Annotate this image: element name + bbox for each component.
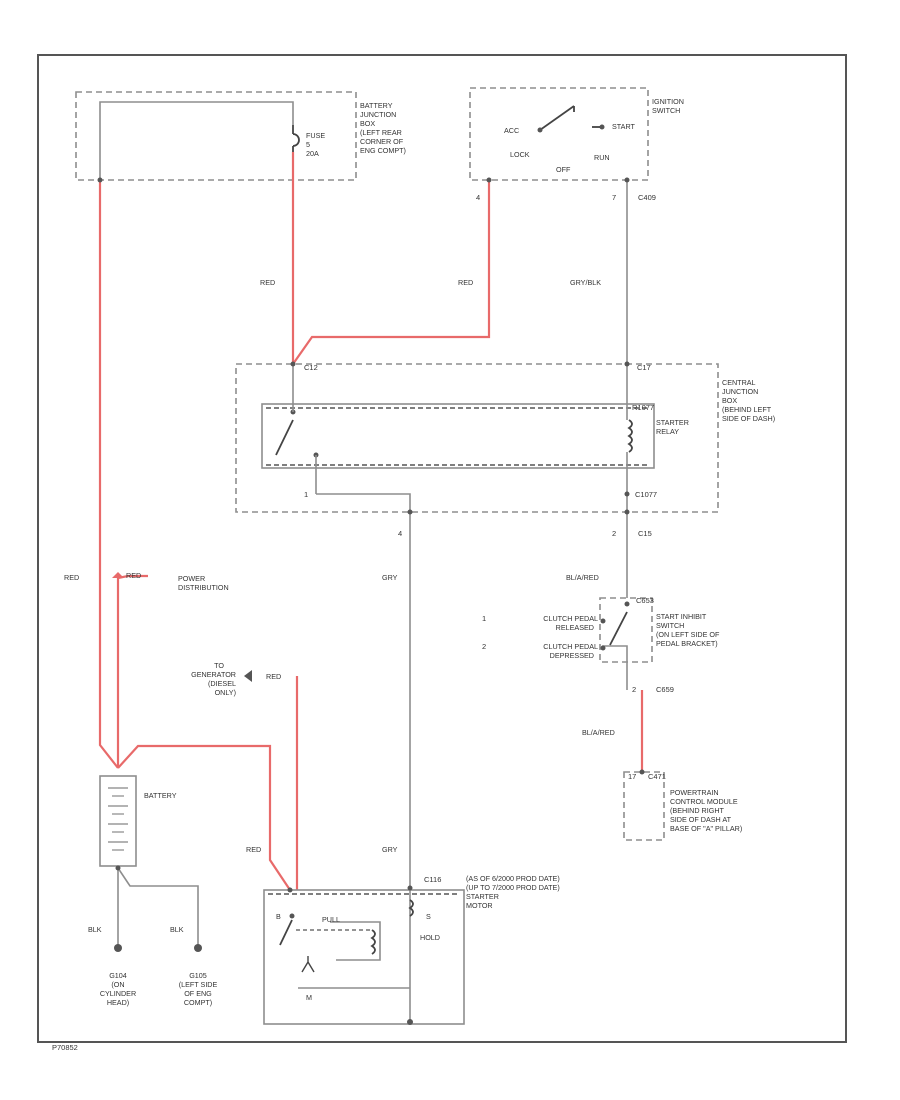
- inhibit-pos2-label: CLUTCH PEDAL: [543, 642, 598, 651]
- wire-label-blk-right: BLK: [170, 925, 184, 934]
- fuse-5-icon: [292, 125, 300, 152]
- power-distribution-label: POWER: [178, 574, 205, 583]
- pcm-pin: 17: [628, 772, 636, 781]
- battery-icon: [99, 775, 137, 871]
- bjb-label: BATTERY: [360, 101, 393, 110]
- wire-label-bla-red-lower: BL/A/RED: [582, 728, 615, 737]
- cjb-out-connector: C15: [638, 529, 652, 538]
- starter-hold-label: HOLD: [420, 933, 440, 942]
- starter-relay-label: STARTER: [656, 418, 689, 427]
- starter-connector: C116: [424, 875, 441, 884]
- battery-label: BATTERY: [144, 791, 177, 800]
- power-distribution-arrow-label: RED: [126, 571, 141, 580]
- starter-pull-label: PULL: [322, 915, 340, 924]
- connection-dots: [97, 177, 645, 893]
- starter-m-terminal: M: [306, 993, 312, 1002]
- relay-connector: R1077: [632, 403, 654, 412]
- inhibit-pin-bottom: 2: [632, 685, 636, 694]
- cjb-c-right: C17: [637, 363, 651, 372]
- red-wires: [98, 152, 644, 891]
- cjb-c-left: C12: [304, 363, 318, 372]
- ground-left-label: G104: [109, 971, 127, 980]
- generator-arrow-label: RED: [266, 672, 281, 681]
- cjb-bottom-pin-1: 1: [304, 490, 308, 499]
- diagram-id: P70852: [52, 1043, 78, 1052]
- pcm-connector: C471: [648, 772, 666, 781]
- cjb-out-pin-2: 2: [612, 529, 616, 538]
- ign-pin-7: 7: [612, 193, 616, 202]
- ign-lock-label: LOCK: [510, 150, 530, 159]
- ign-pin-4: 4: [476, 193, 480, 202]
- cjb-label: CENTRAL: [722, 378, 756, 387]
- wire-label-gry-upper: GRY: [382, 573, 398, 582]
- cjb-out-pin-4: 4: [398, 529, 402, 538]
- inhibit-pos2-num: 2: [482, 642, 486, 651]
- starter-motor: B S M PULL HOLD C116 (AS OF 6/2000 PROD …: [263, 874, 560, 1025]
- wire-label-red-fuse: RED: [260, 278, 275, 287]
- wire-label-red-ign: RED: [458, 278, 473, 287]
- arrow-icon: [112, 572, 252, 682]
- wire-label-gry-blk: GRY/BLK: [570, 278, 601, 287]
- ign-start-label: START: [612, 122, 636, 131]
- wire-label-red-starter: RED: [246, 845, 261, 854]
- wire-label-blk-left: BLK: [88, 925, 102, 934]
- diagram-frame: [37, 54, 847, 1043]
- grey-wires: [99, 101, 628, 1022]
- inhibit-connector: C653: [636, 596, 654, 605]
- pcm-label: POWERTRAIN: [670, 788, 719, 797]
- wire-label-bla-red: BL/A/RED: [566, 573, 599, 582]
- svg-text:(AS OF 6/2000 PROD DATE)(UP TO: (AS OF 6/2000 PROD DATE)(UP TO 7/2000 PR…: [466, 874, 560, 910]
- ign-off-label: OFF: [556, 165, 571, 174]
- ground-right-label: G105: [189, 971, 207, 980]
- fuse-label: FUSE: [306, 131, 325, 140]
- cjb-bottom-connector: C1077: [635, 490, 657, 499]
- starter-label: (AS OF 6/2000 PROD DATE): [466, 874, 560, 883]
- inhibit-label: START INHIBIT: [656, 612, 707, 621]
- starter-s-terminal: S: [426, 912, 431, 921]
- inhibit-pos1-num: 1: [482, 614, 486, 623]
- ign-label: IGNITION: [652, 97, 684, 106]
- ign-connector: C409: [638, 193, 656, 202]
- inhibit-connector-bottom: C659: [656, 685, 674, 694]
- ign-acc-label: ACC: [504, 126, 519, 135]
- wire-label-gry-lower: GRY: [382, 845, 398, 854]
- ign-run-label: RUN: [594, 153, 610, 162]
- wire-label-red-batt: RED: [64, 573, 79, 582]
- starter-b-terminal: B: [276, 912, 281, 921]
- generator-label: TO: [214, 661, 224, 670]
- inhibit-pos1-label: CLUTCH PEDAL: [543, 614, 598, 623]
- ground-icon: [114, 944, 202, 952]
